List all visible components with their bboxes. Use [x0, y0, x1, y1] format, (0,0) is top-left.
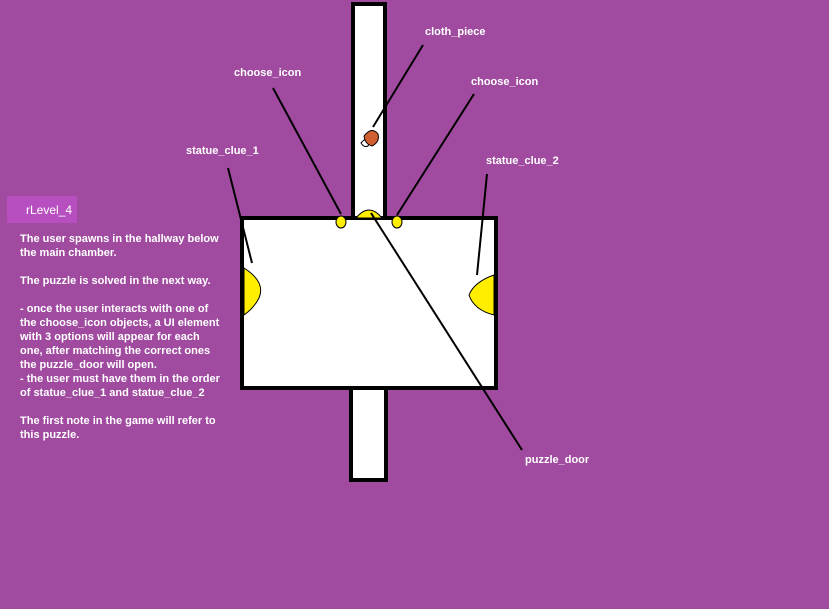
leader-line-choose-icon-left: [272, 87, 342, 215]
label-statue-clue-2: statue_clue_2: [486, 155, 559, 167]
design-notes: The user spawns in the hallway below the…: [20, 232, 220, 456]
level-name-tag: rLevel_4: [7, 196, 77, 223]
choose-icon-left: [335, 215, 347, 229]
label-puzzle-door: puzzle_door: [525, 454, 590, 466]
leader-line-statue-clue-2: [476, 173, 488, 276]
note-spawn: The user spawns in the hallway below the…: [20, 233, 219, 259]
statue-clue-2: [468, 274, 495, 316]
note-first-note: The first note in the game will refer to…: [20, 415, 216, 441]
label-statue-clue-1: statue_clue_1: [186, 145, 259, 157]
main-chamber: [240, 216, 498, 390]
choose-icon-right: [391, 215, 403, 229]
leader-line-puzzle-door: [370, 212, 523, 451]
leader-line-cloth-piece: [372, 44, 424, 128]
label-choose-icon-right: choose_icon: [471, 76, 539, 88]
note-choose-icon: - once the user interacts with one of th…: [20, 303, 220, 371]
label-cloth-piece: cloth_piece: [425, 26, 486, 38]
note-puzzle-intro: The puzzle is solved in the next way.: [20, 275, 211, 287]
cloth-piece: [360, 130, 379, 148]
label-choose-icon-left: choose_icon: [234, 67, 302, 79]
puzzle-door: [354, 209, 384, 219]
upper-hallway: [351, 2, 387, 220]
leader-line-choose-icon-right: [396, 93, 475, 216]
level-name: rLevel_4: [26, 203, 73, 217]
lower-hallway: [349, 386, 388, 482]
note-order: - the user must have them in the order o…: [20, 373, 220, 399]
leader-line-statue-clue-1: [227, 167, 253, 264]
statue-clue-1: [243, 267, 262, 316]
